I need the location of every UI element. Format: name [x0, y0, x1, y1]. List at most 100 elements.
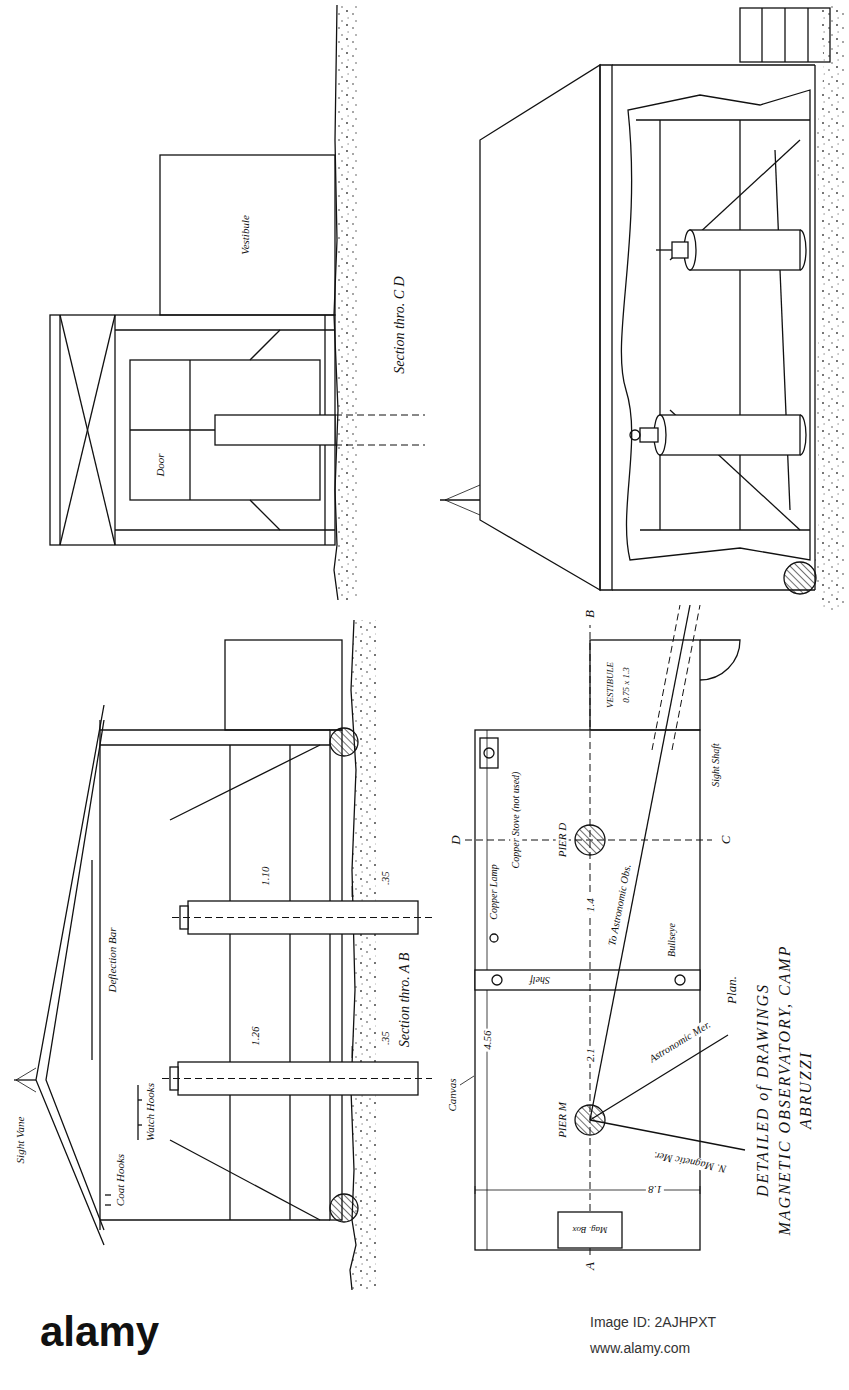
- part-label: Watch Hooks: [144, 1081, 157, 1143]
- perspective-view-line: [784, 8, 785, 62]
- section-ab-line: [170, 1140, 320, 1220]
- section-cd-line: [115, 529, 335, 530]
- section-cd-line: [334, 5, 360, 600]
- perspective-view: [440, 5, 844, 610]
- perspective-view-line: [640, 428, 658, 442]
- section-letter: B: [583, 608, 598, 620]
- perspective-view-line: [672, 242, 688, 258]
- section-ab-line: [350, 620, 376, 1290]
- drawing-title: DETAILED of DRAWINGS MAGNETIC OBSERVATOR…: [752, 935, 817, 1245]
- perspective-view-line: [814, 5, 844, 610]
- watermark-logo: alamy: [40, 1308, 159, 1356]
- plan-view-line: [590, 640, 700, 730]
- section-cd-line: [189, 360, 190, 500]
- view-title: Section thro. C D: [392, 274, 408, 375]
- section-cd-line: [59, 315, 60, 545]
- section-ab-line: [105, 1204, 111, 1205]
- perspective-view-line: [445, 485, 480, 500]
- part-label: Canvas: [446, 1077, 459, 1114]
- perspective-view-line: [800, 415, 806, 455]
- plan-view-line: [475, 1186, 476, 1194]
- section-cd-line: [335, 445, 425, 446]
- plan-view-line: [590, 1120, 745, 1150]
- section-letter: C: [719, 834, 734, 847]
- section-cd-line: [335, 415, 425, 416]
- section-ab-line: [330, 730, 342, 1220]
- section-ab-line: [138, 1099, 142, 1100]
- section-letter: A: [583, 1260, 598, 1272]
- plan-view-line: [475, 730, 700, 1250]
- part-label: Deflection Bar: [106, 925, 119, 994]
- section-cd-line: [250, 330, 280, 360]
- plan-view-line: [490, 934, 498, 942]
- section-ab-line: [46, 720, 104, 1230]
- perspective-view-line: [612, 64, 815, 65]
- section-ab-line: [16, 1068, 36, 1080]
- section-ab-line: [330, 1194, 358, 1222]
- watermark-banner: alamyImage ID: 2AJHPXTwww.alamy.com: [0, 1290, 849, 1390]
- dimension: 0.75 x 1.3: [621, 665, 631, 705]
- section-cd-line: [60, 315, 115, 545]
- perspective-view-line: [784, 562, 816, 594]
- part-label: Copper Stove (not used): [510, 770, 522, 871]
- section-cd-line: [215, 415, 335, 445]
- part-label: Vestibule: [239, 213, 252, 257]
- perspective-view-line: [761, 8, 762, 62]
- dimension: 1.8: [646, 1184, 664, 1197]
- part-label: VESTIBULE: [605, 660, 615, 710]
- section-ab-line: [105, 1194, 111, 1195]
- section-ab-line: [91, 860, 92, 1060]
- drawing-title-text: DETAILED of DRAWINGS MAGNETIC OBSERVATOR…: [752, 935, 817, 1245]
- section-cd-line: [115, 329, 335, 330]
- perspective-view-line: [445, 500, 480, 515]
- perspective-view-line: [480, 65, 600, 590]
- perspective-view-line: [621, 90, 810, 560]
- section-ab-line: [99, 720, 100, 1230]
- perspective-view-line: [656, 249, 672, 250]
- plan-view-line: [460, 1076, 474, 1085]
- rotated-sheet: Sight VaneCoat HooksWatch HooksDeflectio…: [0, 0, 849, 1290]
- part-label: Sight Vane: [14, 1115, 27, 1166]
- section-ab-line: [137, 1085, 138, 1140]
- section-cd-line: [114, 315, 115, 545]
- view-title: Section thro. A B: [397, 951, 413, 1050]
- section-ab-line: [352, 886, 353, 897]
- section-cd: [50, 5, 425, 600]
- part-label: Copper Lamp: [488, 862, 500, 921]
- perspective-view-line: [690, 230, 800, 270]
- section-letter: D: [449, 833, 464, 846]
- dimension: 2.1: [584, 1046, 597, 1064]
- section-ab-line: [225, 640, 342, 730]
- plan-view-line: [558, 1212, 622, 1248]
- section-ab-line: [350, 620, 356, 1290]
- section-ab-line: [352, 1046, 353, 1058]
- section-ab-line: [100, 1219, 330, 1220]
- perspective-view-line: [739, 120, 740, 530]
- label-layer: Sight VaneCoat HooksWatch HooksDeflectio…: [0, 0, 849, 1290]
- section-ab-line: [229, 745, 230, 1220]
- perspective-view-line: [612, 589, 815, 590]
- section-ab-line: [289, 745, 290, 1220]
- plan-view-line: [480, 738, 498, 768]
- plan-view-line: [484, 748, 494, 758]
- plan-view-line: [672, 605, 700, 750]
- dimension: 1.26: [249, 1024, 262, 1047]
- plan-view-line: [575, 825, 605, 855]
- perspective-view-line: [775, 150, 790, 510]
- plan-view: [460, 605, 745, 1255]
- section-ab: [14, 620, 432, 1290]
- section-ab-line: [330, 728, 358, 756]
- part-label: PIER M: [556, 1100, 569, 1140]
- part-label: Bullseye: [666, 921, 678, 959]
- perspective-view-line: [659, 120, 660, 530]
- perspective-view-line: [636, 119, 810, 120]
- direction-label: Astronomic Mer.: [645, 1018, 714, 1067]
- perspective-view-line: [814, 65, 815, 590]
- perspective-view-line: [807, 8, 808, 62]
- part-label: Mag. Box: [571, 1225, 610, 1235]
- perspective-view-line: [740, 8, 830, 62]
- section-ab-line: [100, 744, 330, 745]
- section-ab-line: [138, 1124, 142, 1125]
- section-ab-line: [172, 917, 432, 918]
- view-title: Plan.: [725, 974, 740, 1006]
